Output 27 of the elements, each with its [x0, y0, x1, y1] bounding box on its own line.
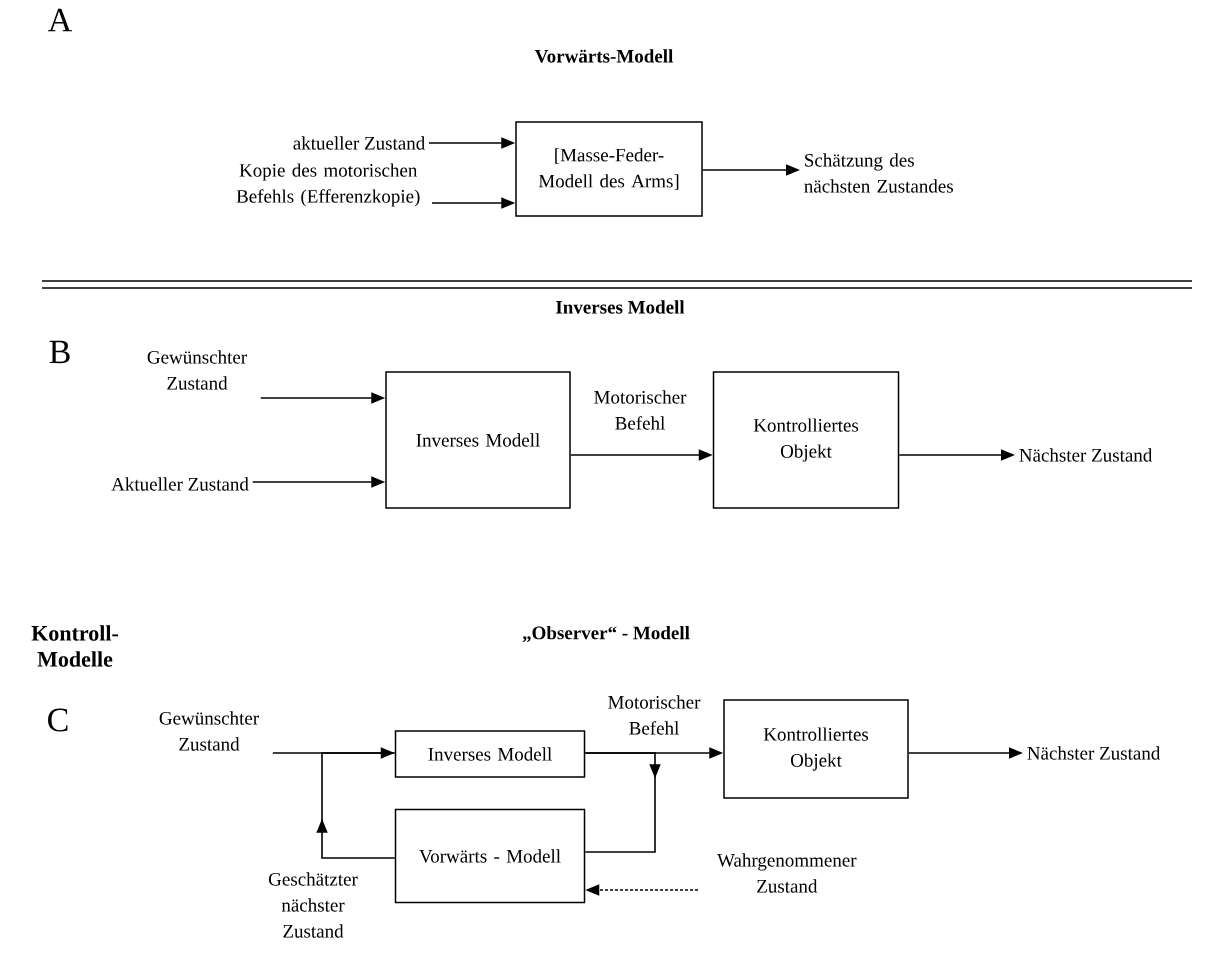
state-label: Gewünschter Zustand — [147, 350, 247, 390]
state-label: Schätzung des nächsten Zustandes — [804, 153, 953, 193]
edge-label: Motorischer Befehl — [596, 692, 712, 738]
process-box: [Masse-Feder-Modell des Arms] — [515, 121, 703, 217]
process-box: Inverses Modell — [385, 371, 571, 509]
panel-letter: B — [49, 340, 70, 364]
process-box: Kontrolliertes Objekt — [723, 699, 909, 799]
process-box: Kontrolliertes Objekt — [712, 371, 900, 509]
edge-label: Motorischer Befehl — [582, 387, 698, 433]
side-heading: Kontroll-Modelle — [31, 625, 118, 667]
state-label: Kopie des motorischen Befehls (Efferenzkopie) — [236, 163, 420, 207]
state-label: Gewünschter Zustand — [159, 711, 259, 751]
arrow — [584, 752, 661, 853]
panel-title: Vorwärts-Modell — [534, 49, 673, 63]
process-box: Vorwärts - Modell — [394, 808, 586, 904]
panel-title: „Observer“ - Modell — [522, 625, 690, 643]
state-label: Aktueller Zustand — [111, 477, 249, 491]
state-label: Nächster Zustand — [1027, 746, 1161, 760]
panel-title: Inverses Modell — [556, 300, 685, 314]
arrow — [316, 752, 396, 859]
state-label: Nächster Zustand — [1019, 448, 1153, 462]
panel-letter: A — [48, 8, 73, 32]
state-label: Wahrgenommener Zustand — [717, 853, 857, 893]
panel-letter: C — [48, 708, 68, 732]
process-box: Inverses Modell — [394, 730, 586, 778]
state-label: aktueller Zustand — [293, 136, 425, 150]
edge-label: Geschätzter nächster Zustand — [257, 869, 369, 941]
